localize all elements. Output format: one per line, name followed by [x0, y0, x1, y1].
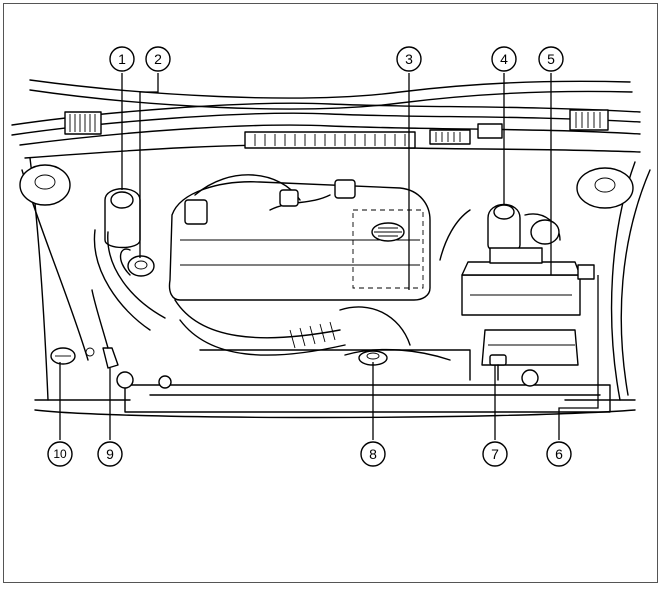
- washer-tank: [489, 354, 507, 381]
- battery: [461, 247, 595, 316]
- nissan-emblem: [371, 222, 405, 242]
- intake-duct: [174, 299, 471, 381]
- svg-text:4: 4: [500, 51, 508, 67]
- washer-fluid-cap: [50, 347, 76, 365]
- callout-1: 1: [109, 46, 135, 72]
- callout-7: 7: [482, 441, 508, 467]
- cowl-panel: [11, 79, 641, 159]
- callout-2: 2: [145, 46, 171, 72]
- svg-text:1: 1: [118, 51, 126, 67]
- engine-cover: [168, 174, 431, 301]
- right-fender: [564, 161, 651, 401]
- dipstick: [85, 289, 119, 369]
- callout-3: 3: [396, 46, 422, 72]
- svg-text:9: 9: [106, 446, 114, 462]
- callout-8: 8: [360, 441, 386, 467]
- coolant-reservoir: [93, 188, 166, 331]
- left-fender: [19, 157, 131, 401]
- brake-fluid-reservoir: [439, 203, 561, 261]
- cowl-vent-left: [64, 111, 102, 135]
- svg-text:6: 6: [555, 446, 563, 462]
- cowl-vent-right: [477, 109, 609, 139]
- radiator-support: [34, 369, 636, 419]
- oil-filler-cap: [119, 248, 155, 277]
- leader-lines: [59, 73, 599, 440]
- svg-text:3: 3: [405, 51, 413, 67]
- svg-text:7: 7: [491, 446, 499, 462]
- svg-text:2: 2: [154, 51, 162, 67]
- svg-text:8: 8: [369, 446, 377, 462]
- svg-text:5: 5: [547, 51, 555, 67]
- callout-4: 4: [491, 46, 517, 72]
- cowl-vent-center: [244, 129, 471, 149]
- svg-text:10: 10: [53, 447, 67, 461]
- callout-10: 10: [47, 441, 73, 467]
- callout-6: 6: [546, 441, 572, 467]
- callout-9: 9: [97, 441, 123, 467]
- callout-5: 5: [538, 46, 564, 72]
